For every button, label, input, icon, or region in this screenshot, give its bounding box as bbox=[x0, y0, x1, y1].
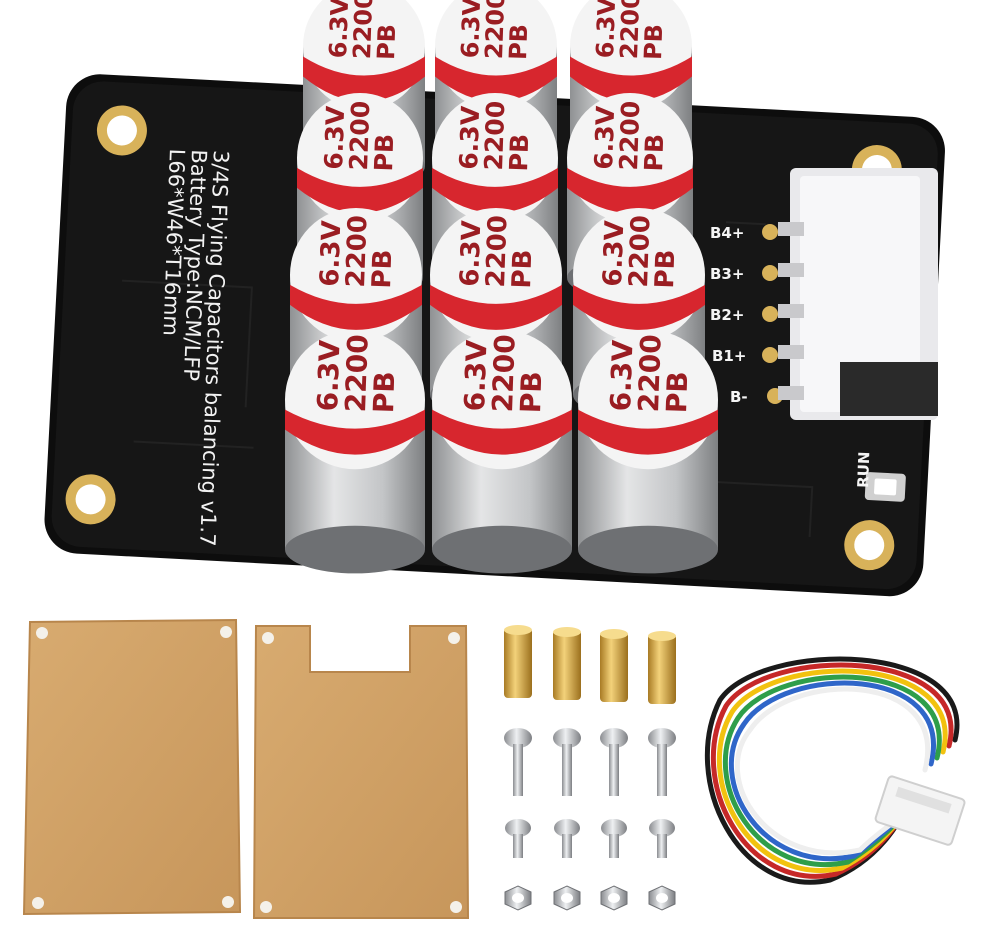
pin-label-b1: B1+ bbox=[712, 347, 746, 365]
capacitor-capacitance: 2200 bbox=[348, 0, 378, 60]
capacitor-capacitance: 2200 bbox=[479, 100, 510, 171]
pin-label-b2: B2+ bbox=[710, 306, 744, 324]
long-screw bbox=[553, 728, 581, 796]
capacitor-voltage: 6.3V bbox=[324, 0, 354, 59]
capacitor-series: PB bbox=[372, 24, 401, 61]
capacitor-voltage: 6.3V bbox=[598, 220, 630, 287]
short-screw bbox=[505, 819, 531, 858]
capacitor-voltage: 6.3V bbox=[319, 105, 350, 170]
short-screw bbox=[601, 819, 627, 858]
capacitor-capacitance: 2200 bbox=[632, 334, 668, 413]
short-screw bbox=[554, 819, 580, 858]
hex-nut bbox=[600, 885, 628, 911]
capacitor-capacitance: 2200 bbox=[341, 215, 374, 288]
capacitor-capacitance: 2200 bbox=[480, 0, 510, 60]
capacitor-series: PB bbox=[639, 133, 669, 171]
capacitor-series: PB bbox=[660, 371, 694, 414]
hex-nut bbox=[648, 885, 676, 911]
capacitor-capacitance: 2200 bbox=[339, 334, 375, 413]
capacitor-series: PB bbox=[650, 249, 681, 289]
capacitor-voltage: 6.3V bbox=[604, 339, 639, 412]
brass-standoff bbox=[648, 631, 676, 704]
capacitor-series: PB bbox=[639, 24, 668, 61]
capacitor-voltage: 6.3V bbox=[315, 220, 347, 287]
capacitor-series: PB bbox=[507, 249, 538, 289]
brass-standoff bbox=[600, 629, 628, 702]
long-screw bbox=[648, 728, 676, 796]
capacitor-series: PB bbox=[504, 133, 534, 171]
run-label: RUN bbox=[854, 451, 873, 488]
capacitor-voltage: 6.3V bbox=[589, 105, 620, 170]
balance-cable bbox=[704, 656, 960, 885]
short-screw bbox=[649, 819, 675, 858]
jst-connector bbox=[778, 168, 938, 420]
capacitor-voltage: 6.3V bbox=[458, 339, 493, 412]
capacitor-series: PB bbox=[367, 371, 401, 414]
run-led bbox=[864, 472, 906, 502]
pin-label-b4: B4+ bbox=[710, 224, 744, 242]
hardware-kit bbox=[504, 625, 676, 911]
hex-nut bbox=[553, 885, 581, 911]
mounting-hole-icon bbox=[65, 105, 902, 571]
capacitor-series: PB bbox=[514, 371, 548, 414]
brass-standoff bbox=[504, 625, 532, 698]
capacitor-voltage: 6.3V bbox=[311, 339, 346, 412]
pin-label-bminus: B- bbox=[730, 388, 748, 406]
capacitor-series: PB bbox=[504, 24, 533, 61]
capacitor-voltage: 6.3V bbox=[455, 220, 487, 287]
hex-nut bbox=[504, 885, 532, 911]
capacitor-series: PB bbox=[367, 249, 398, 289]
cable-connector bbox=[874, 775, 966, 846]
long-screw bbox=[504, 728, 532, 796]
capacitor-voltage: 6.3V bbox=[456, 0, 486, 59]
capacitor-capacitance: 2200 bbox=[614, 100, 645, 171]
pin-label-b3: B3+ bbox=[710, 265, 744, 283]
capacitor-capacitance: 2200 bbox=[486, 334, 522, 413]
capacitor-capacitance: 2200 bbox=[624, 215, 657, 288]
capacitor-voltage: 6.3V bbox=[591, 0, 621, 59]
capacitor-voltage: 6.3V bbox=[454, 105, 485, 170]
long-screw bbox=[600, 728, 628, 796]
capacitor-series: PB bbox=[369, 133, 399, 171]
acrylic-plate-left bbox=[22, 618, 242, 916]
capacitor-capacitance: 2200 bbox=[344, 100, 375, 171]
capacitor-capacitance: 2200 bbox=[481, 215, 514, 288]
pin-labels: B4+ B3+ B2+ B1+ B- bbox=[710, 224, 748, 406]
acrylic-plate-right bbox=[252, 625, 470, 919]
capacitor-capacitance: 2200 bbox=[615, 0, 645, 60]
brass-standoff bbox=[553, 627, 581, 700]
